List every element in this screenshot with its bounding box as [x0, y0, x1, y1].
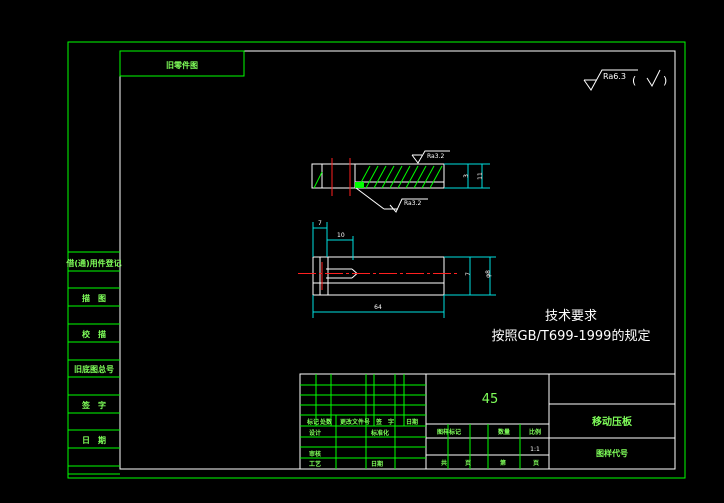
- process-date-label: 日期: [371, 460, 383, 468]
- top-height-dim-2: 11: [477, 172, 484, 180]
- signature-label: 签 字: [81, 400, 106, 410]
- diameter-small-dim: 7: [465, 272, 472, 276]
- tech-requirements-line1: 按照GB/T699-1999的规定: [492, 328, 651, 344]
- standardization-label: 标准化: [370, 429, 389, 437]
- general-roughness-value: Ra6.3: [603, 72, 626, 81]
- title-block: 标记 处数 更改文件号 签 字 日期 设计 标准化 审核 工艺 日期 45 图样…: [299, 373, 676, 470]
- borrowed-label: 借(通)用件登记: [65, 258, 121, 268]
- general-roughness-symbol: Ra6.3 ( ): [583, 69, 667, 91]
- offset-dim-10: 10: [337, 232, 345, 239]
- drawing-number-label: 旧零件图: [166, 60, 198, 70]
- rev-date: 日期: [406, 418, 418, 426]
- date-label: 日 期: [82, 435, 106, 445]
- scale-label: 比例: [529, 428, 541, 436]
- rev-mark: 标记: [306, 418, 319, 426]
- tech-requirements-title: 技术要求: [545, 309, 597, 324]
- diameter-large-dim: φ8: [485, 270, 492, 278]
- offset-dim-7: 7: [318, 220, 322, 227]
- process-label: 工艺: [309, 460, 321, 468]
- bottom-elevation-view: 7 10 64 7 φ8: [298, 220, 496, 318]
- page-label: 第: [499, 459, 506, 467]
- rev-doc: 更改文件号: [340, 418, 370, 426]
- length-dim: 64: [374, 304, 382, 311]
- part-name: 移动压板: [592, 415, 633, 428]
- face-roughness-1: Ra3.2: [427, 153, 444, 160]
- material-value: 45: [482, 392, 499, 407]
- total-label: 共: [441, 459, 447, 467]
- top-height-dim-1: 3: [463, 174, 470, 178]
- drawing-code-label: 图样代号: [596, 448, 628, 458]
- designer-label: 设计: [309, 429, 321, 437]
- review-label: 审核: [309, 450, 321, 458]
- sheet-label: 页: [465, 459, 471, 467]
- scale-value: 1:1: [530, 446, 540, 453]
- inner-frame: [119, 50, 676, 470]
- old-drawing-label: 旧底图总号: [74, 364, 114, 374]
- rev-count: 处数: [319, 418, 333, 426]
- rev-sign: 签 字: [375, 418, 394, 426]
- checked-label: 校 描: [82, 329, 106, 339]
- stage-mark-label: 图样标记: [437, 428, 461, 436]
- outer-frame: [67, 41, 686, 479]
- drawing-number-box: [119, 50, 245, 77]
- side-label-column: 借(通)用件登记 描 图 校 描 旧底图总号 签 字 日 期: [65, 258, 122, 467]
- section-hatching: [313, 165, 443, 189]
- open-paren: (: [632, 74, 636, 87]
- weight-label: 数量: [498, 428, 510, 436]
- top-section-view: 3 11 Ra3.2 Ra3.2: [311, 150, 490, 213]
- traced-label: 描 图: [82, 293, 106, 303]
- close-paren: ): [663, 74, 667, 87]
- page2-label: 页: [533, 459, 539, 467]
- face-roughness-2: Ra3.2: [404, 200, 421, 207]
